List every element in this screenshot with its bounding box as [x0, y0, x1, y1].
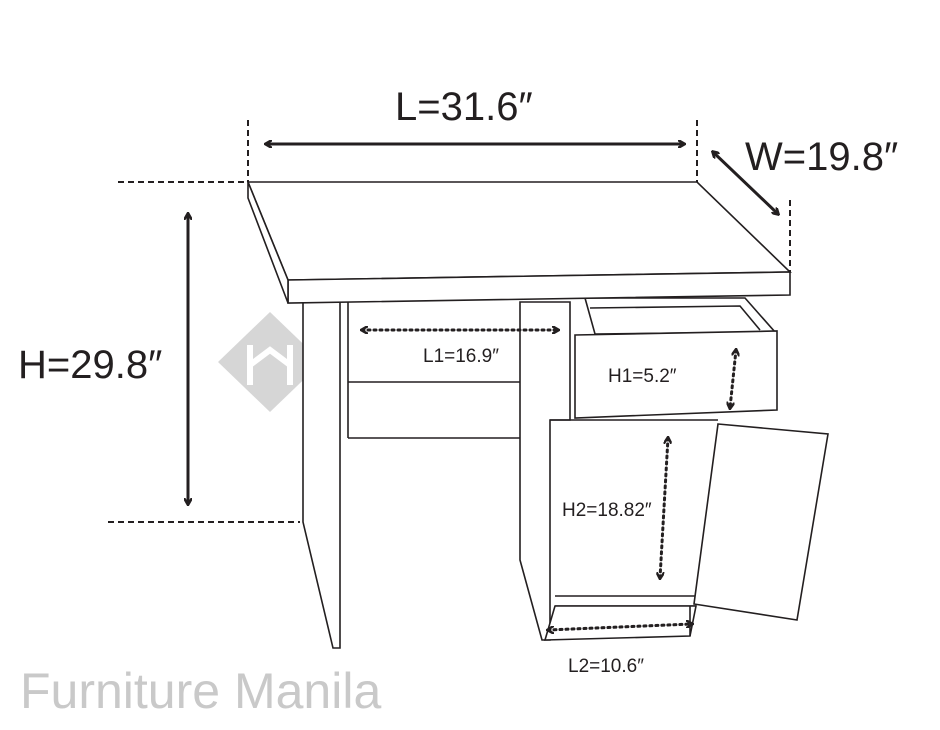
l1-label: L1=16.9″ — [423, 346, 499, 367]
height-label: H=29.8″ — [18, 343, 162, 387]
h2-label: H2=18.82″ — [562, 500, 652, 521]
desk-drawing — [246, 181, 829, 649]
h2-arrow — [660, 438, 668, 578]
h1-arrow — [730, 350, 736, 408]
l2-label: L2=10.6″ — [568, 656, 644, 677]
l2-arrow — [548, 624, 692, 630]
length-label: L=31.6″ — [395, 85, 533, 129]
watermark-logo — [218, 312, 322, 412]
width-label: W=19.8″ — [745, 135, 898, 179]
h1-label: H1=5.2″ — [608, 366, 677, 387]
watermark-text: Furniture Manila — [20, 663, 381, 719]
width-arrow — [713, 152, 778, 214]
